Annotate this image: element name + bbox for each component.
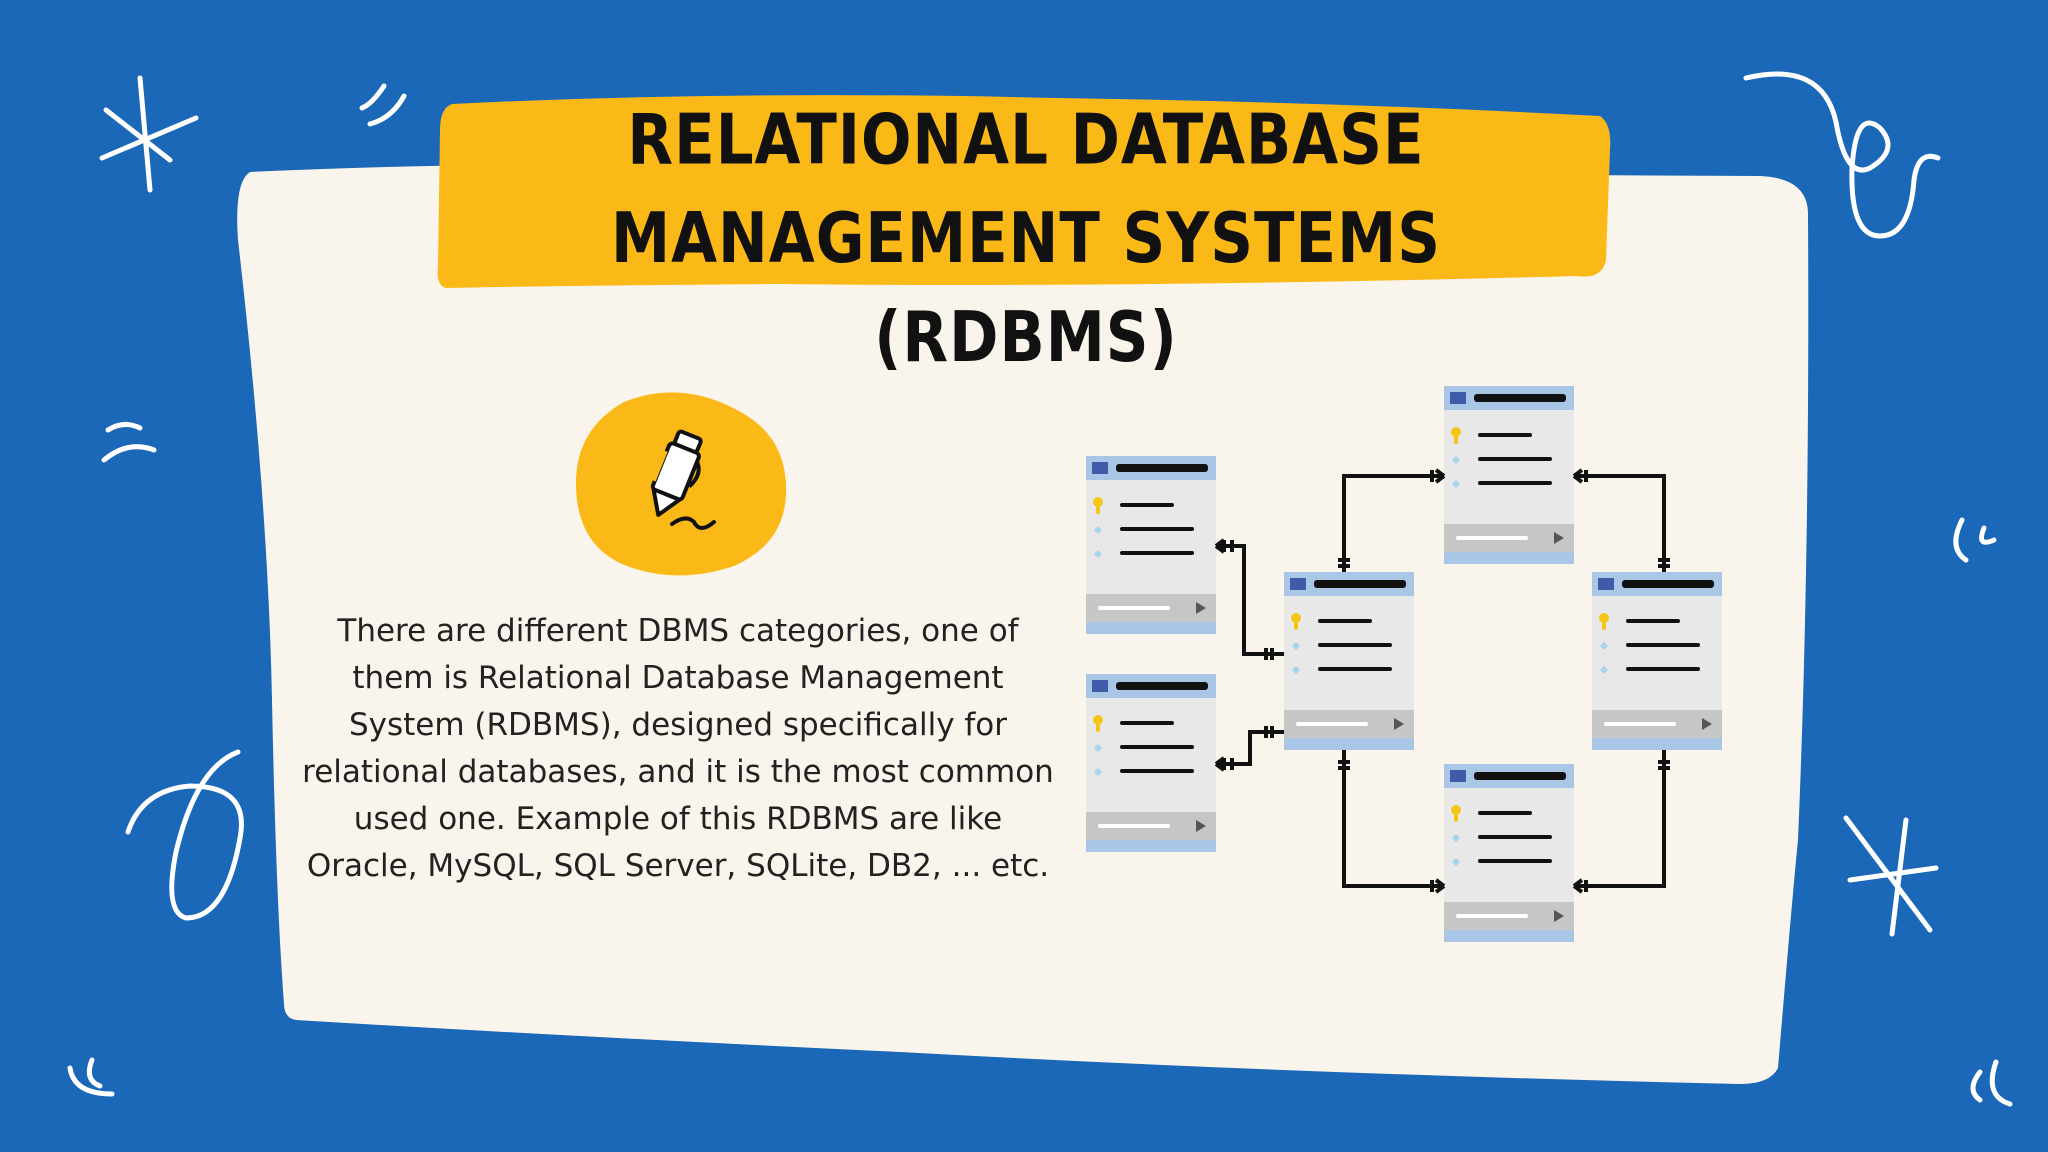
table-icon: [1442, 762, 1576, 944]
swoosh-doodle-icon: [101, 422, 157, 463]
title-line-1: RELATIONAL DATABASE MANAGEMENT SYSTEMS: [610, 99, 1441, 279]
loop-doodle-icon: [125, 749, 244, 921]
loop-doodle-icon: [1743, 71, 1941, 239]
relationship-lines: [1214, 468, 1670, 894]
pen-icon: [650, 429, 703, 517]
table-icon: [1084, 454, 1218, 636]
swoosh-doodle-icon: [1953, 517, 1997, 563]
table-icon: [1590, 570, 1724, 752]
star-doodle-icon: [99, 75, 199, 193]
table-icon: [1282, 570, 1416, 752]
swoosh-doodle-icon: [67, 1057, 115, 1097]
page-title: RELATIONAL DATABASE MANAGEMENT SYSTEMS (…: [436, 91, 1616, 387]
swoosh-doodle-icon: [1970, 1059, 2013, 1107]
title-line-2: (RDBMS): [874, 296, 1178, 378]
description-paragraph: There are different DBMS categories, one…: [302, 613, 1054, 884]
pen-badge: [575, 392, 787, 576]
table-icon: [1084, 672, 1218, 854]
table-icon: [1442, 384, 1576, 566]
swoosh-doodle-icon: [359, 83, 407, 127]
title-banner: [437, 95, 1611, 288]
star-doodle-icon: [1843, 815, 1939, 937]
